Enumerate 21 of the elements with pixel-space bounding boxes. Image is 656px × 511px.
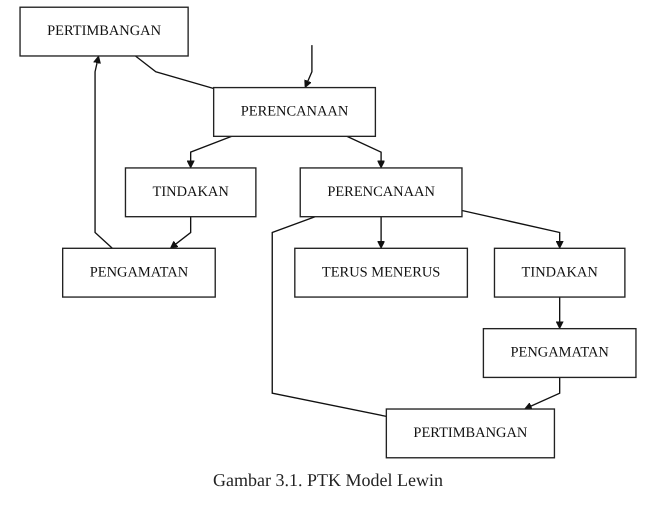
figure-caption: Gambar 3.1. PTK Model Lewin [213,470,443,490]
arrow [93,56,113,249]
node-box: PERENCANAAN [212,86,376,138]
node-box: TERUS MENERUS [294,248,468,298]
node-box: PERENCANAAN [300,167,463,218]
arrow [304,45,313,88]
arrow [346,136,386,168]
node-box: TINDAKAN [494,248,626,298]
connector [135,55,214,90]
connector [272,216,386,418]
node-box: PENGAMATAN [62,248,216,298]
arrow [186,136,232,168]
node-box: PERTIMBANGAN [19,6,189,57]
arrow [524,377,560,410]
arrow [556,297,564,330]
arrow [170,216,192,249]
node-box: PERTIMBANGAN [386,408,556,458]
arrow [462,210,564,249]
arrow [377,216,386,249]
node-box: PENGAMATAN [482,328,637,378]
node-box: TINDAKAN [124,167,257,218]
